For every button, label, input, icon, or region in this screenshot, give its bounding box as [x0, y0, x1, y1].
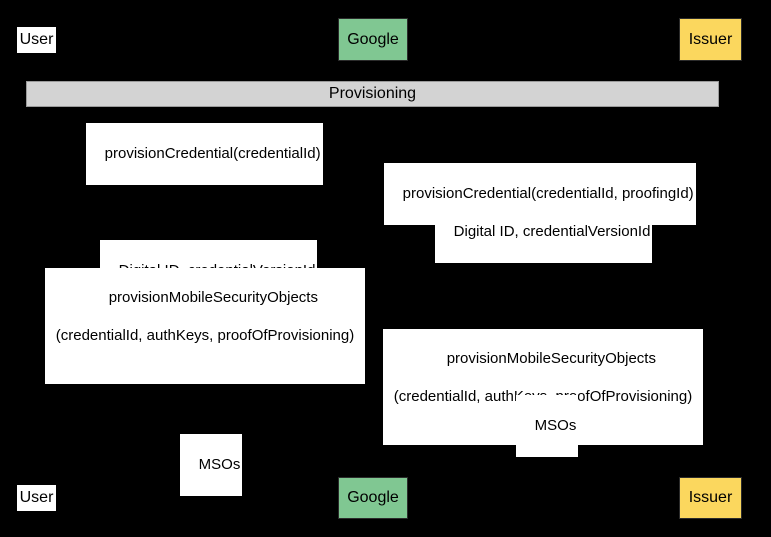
message-line-1: Digital ID, credentialVersionId — [453, 223, 651, 240]
message-line-1: provisionCredential(credentialId) — [104, 145, 321, 162]
participant-user-bottom[interactable]: User — [17, 485, 56, 511]
participant-google-top[interactable]: Google — [338, 18, 408, 61]
participant-label: Google — [347, 489, 399, 507]
group-band-label: Provisioning — [328, 85, 417, 102]
message-line-1: provisionMobileSecurityObjects — [108, 289, 318, 306]
message-line-2: (credentialId, authKeys, proofOfProvisio… — [393, 388, 693, 405]
message-label-1: provisionCredential(credentialId) — [86, 123, 323, 185]
participant-label: User — [19, 31, 54, 49]
message-line-1: provisionMobileSecurityObjects — [446, 350, 656, 367]
message-line-1: provisionCredential(credentialId, proofi… — [402, 185, 694, 202]
message-label-3: Digital ID, credentialVersionId — [435, 201, 653, 263]
message-label-8: MSOs — [180, 434, 243, 496]
message-line-1: MSOs — [198, 456, 241, 473]
participant-issuer-top[interactable]: Issuer — [679, 18, 742, 61]
participant-label: Issuer — [688, 489, 733, 507]
group-band-provisioning: Provisioning — [26, 81, 719, 107]
message-label-5: provisionMobileSecurityObjects (credenti… — [45, 268, 365, 384]
participant-google-bottom[interactable]: Google — [338, 477, 408, 519]
message-line-1: MSOs — [534, 417, 577, 434]
participant-user-top[interactable]: User — [17, 27, 56, 53]
participant-issuer-bottom[interactable]: Issuer — [679, 477, 742, 519]
message-label-7: MSOs — [516, 395, 579, 457]
participant-label: Google — [347, 30, 399, 48]
participant-label: User — [19, 489, 54, 507]
message-line-2: (credentialId, authKeys, proofOfProvisio… — [55, 327, 355, 344]
participant-label: Issuer — [688, 30, 733, 48]
